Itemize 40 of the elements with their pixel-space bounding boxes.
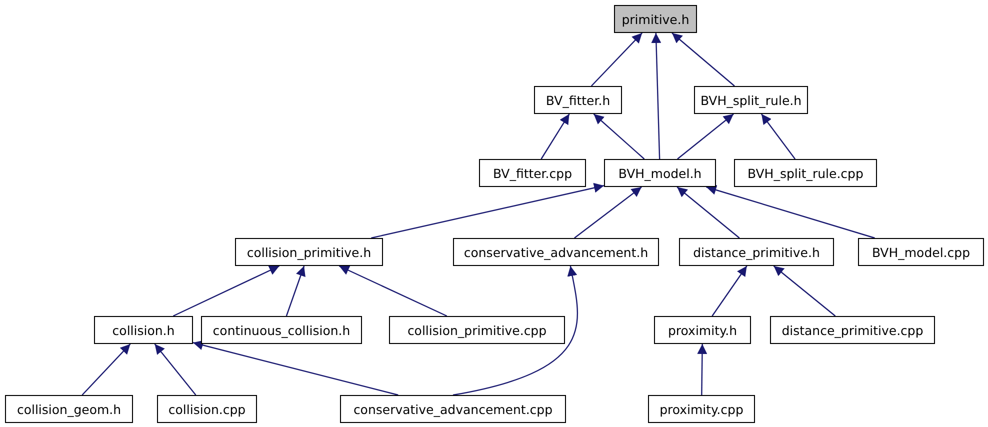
arrow <box>676 186 740 238</box>
arrow <box>672 32 735 86</box>
file-box: collision.h <box>94 316 193 344</box>
arrow <box>452 266 578 396</box>
file-box: collision_primitive.cpp <box>389 316 565 344</box>
arrow <box>677 114 734 160</box>
arrow <box>651 32 662 160</box>
arrow <box>773 266 836 316</box>
file-box: collision_geom.h <box>5 395 133 423</box>
arrow <box>286 266 306 316</box>
file-box: conservative_advancement.cpp <box>340 395 566 423</box>
file-box: BVH_model.h <box>604 159 716 187</box>
arrow <box>590 32 643 86</box>
file-box: distance_primitive.cpp <box>770 316 935 344</box>
arrow <box>706 185 875 239</box>
file-box: distance_primitive.h <box>679 238 834 266</box>
file-box: continuous_collision.h <box>201 316 362 344</box>
file-box: collision_primitive.h <box>235 238 383 266</box>
file-box: proximity.cpp <box>648 395 755 423</box>
file-box: BVH_model.cpp <box>858 238 984 266</box>
file-box: proximity.h <box>654 316 751 344</box>
arrow <box>192 340 398 396</box>
arrow <box>82 344 131 396</box>
file-box: collision.cpp <box>157 395 257 423</box>
arrow <box>574 186 642 238</box>
file-box: primitive.h <box>614 5 697 33</box>
file-box: conservative_advancement.h <box>453 238 659 266</box>
arrow <box>712 266 748 316</box>
file-box: BVH_split_rule.cpp <box>734 159 877 187</box>
arrow <box>540 114 570 160</box>
arrow <box>371 182 604 239</box>
file-box: BV_fitter.cpp <box>479 159 586 187</box>
file-box: BVH_split_rule.h <box>694 86 808 114</box>
arrow <box>338 265 448 317</box>
arrow <box>697 344 708 395</box>
arrow <box>593 114 645 160</box>
file-box: BV_fitter.h <box>534 86 622 114</box>
arrow <box>154 344 196 396</box>
arrow <box>760 114 796 160</box>
arrow <box>172 265 280 317</box>
